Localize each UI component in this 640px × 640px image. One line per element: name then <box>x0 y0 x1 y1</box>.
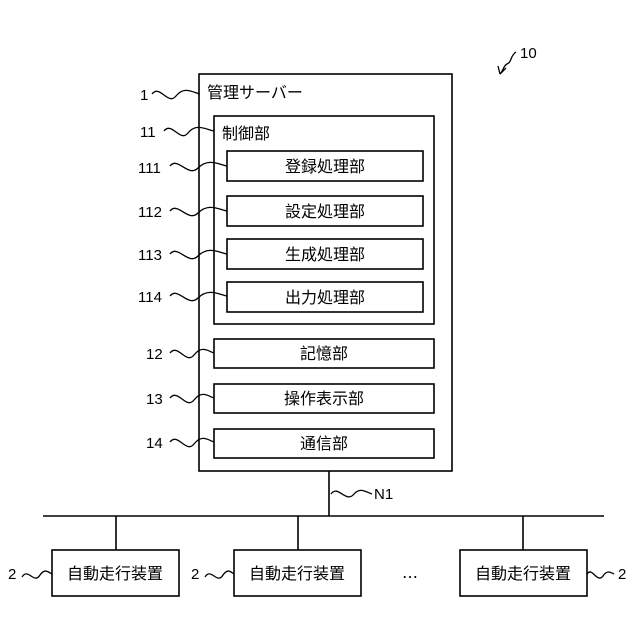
generation-processing-label: 生成処理部 <box>285 245 365 264</box>
autonomous-device-leader <box>587 572 614 578</box>
management-server-ref: 1 <box>140 87 148 104</box>
autonomous-device-ref: 2 <box>8 566 16 583</box>
device-ellipsis: … <box>402 563 418 582</box>
figure-ref-group: 10 <box>498 45 537 74</box>
setting-processing-ref: 112 <box>138 204 162 221</box>
communication-unit-ref: 14 <box>146 435 163 452</box>
autonomous-device-leader <box>205 571 234 578</box>
unit-13: 操作表示部 13 <box>146 384 434 413</box>
control-unit-ref: 11 <box>140 124 156 141</box>
processing-unit-114: 出力処理部 114 <box>138 282 423 312</box>
management-server-leader <box>152 90 200 98</box>
registration-processing-ref: 111 <box>138 160 161 177</box>
setting-processing-label: 設定処理部 <box>285 202 365 221</box>
control-unit-label: 制御部 <box>222 124 270 143</box>
autonomous-device-label: 自動走行装置 <box>249 564 345 583</box>
device-2: 自動走行装置 2 <box>191 550 361 596</box>
output-processing-label: 出力処理部 <box>285 288 365 307</box>
processing-unit-113: 生成処理部 113 <box>138 239 423 269</box>
output-processing-ref: 114 <box>138 289 162 306</box>
autonomous-device-leader <box>22 571 52 578</box>
storage-unit-label: 記憶部 <box>300 344 348 363</box>
operation-display-unit-label: 操作表示部 <box>284 389 364 408</box>
autonomous-device-label: 自動走行装置 <box>475 564 571 583</box>
processing-unit-112: 設定処理部 112 <box>138 196 423 226</box>
communication-unit-label: 通信部 <box>300 434 348 453</box>
network-ref-leader <box>331 490 372 496</box>
network-ref: N1 <box>374 486 393 503</box>
management-server-label: 管理サーバー <box>207 83 303 102</box>
device-3: 自動走行装置 2 <box>460 550 626 596</box>
unit-14: 通信部 14 <box>146 429 434 458</box>
device-1: 自動走行装置 2 <box>8 550 179 596</box>
unit-12: 記憶部 12 <box>146 339 434 368</box>
autonomous-device-label: 自動走行装置 <box>67 564 163 583</box>
processing-unit-111: 登録処理部 111 <box>138 151 423 181</box>
autonomous-device-ref: 2 <box>191 566 199 583</box>
autonomous-device-ref: 2 <box>618 566 626 583</box>
operation-display-unit-ref: 13 <box>146 391 163 408</box>
figure-ref-number: 10 <box>520 45 537 62</box>
storage-unit-ref: 12 <box>146 346 163 363</box>
generation-processing-ref: 113 <box>138 247 162 264</box>
registration-processing-label: 登録処理部 <box>285 157 365 176</box>
